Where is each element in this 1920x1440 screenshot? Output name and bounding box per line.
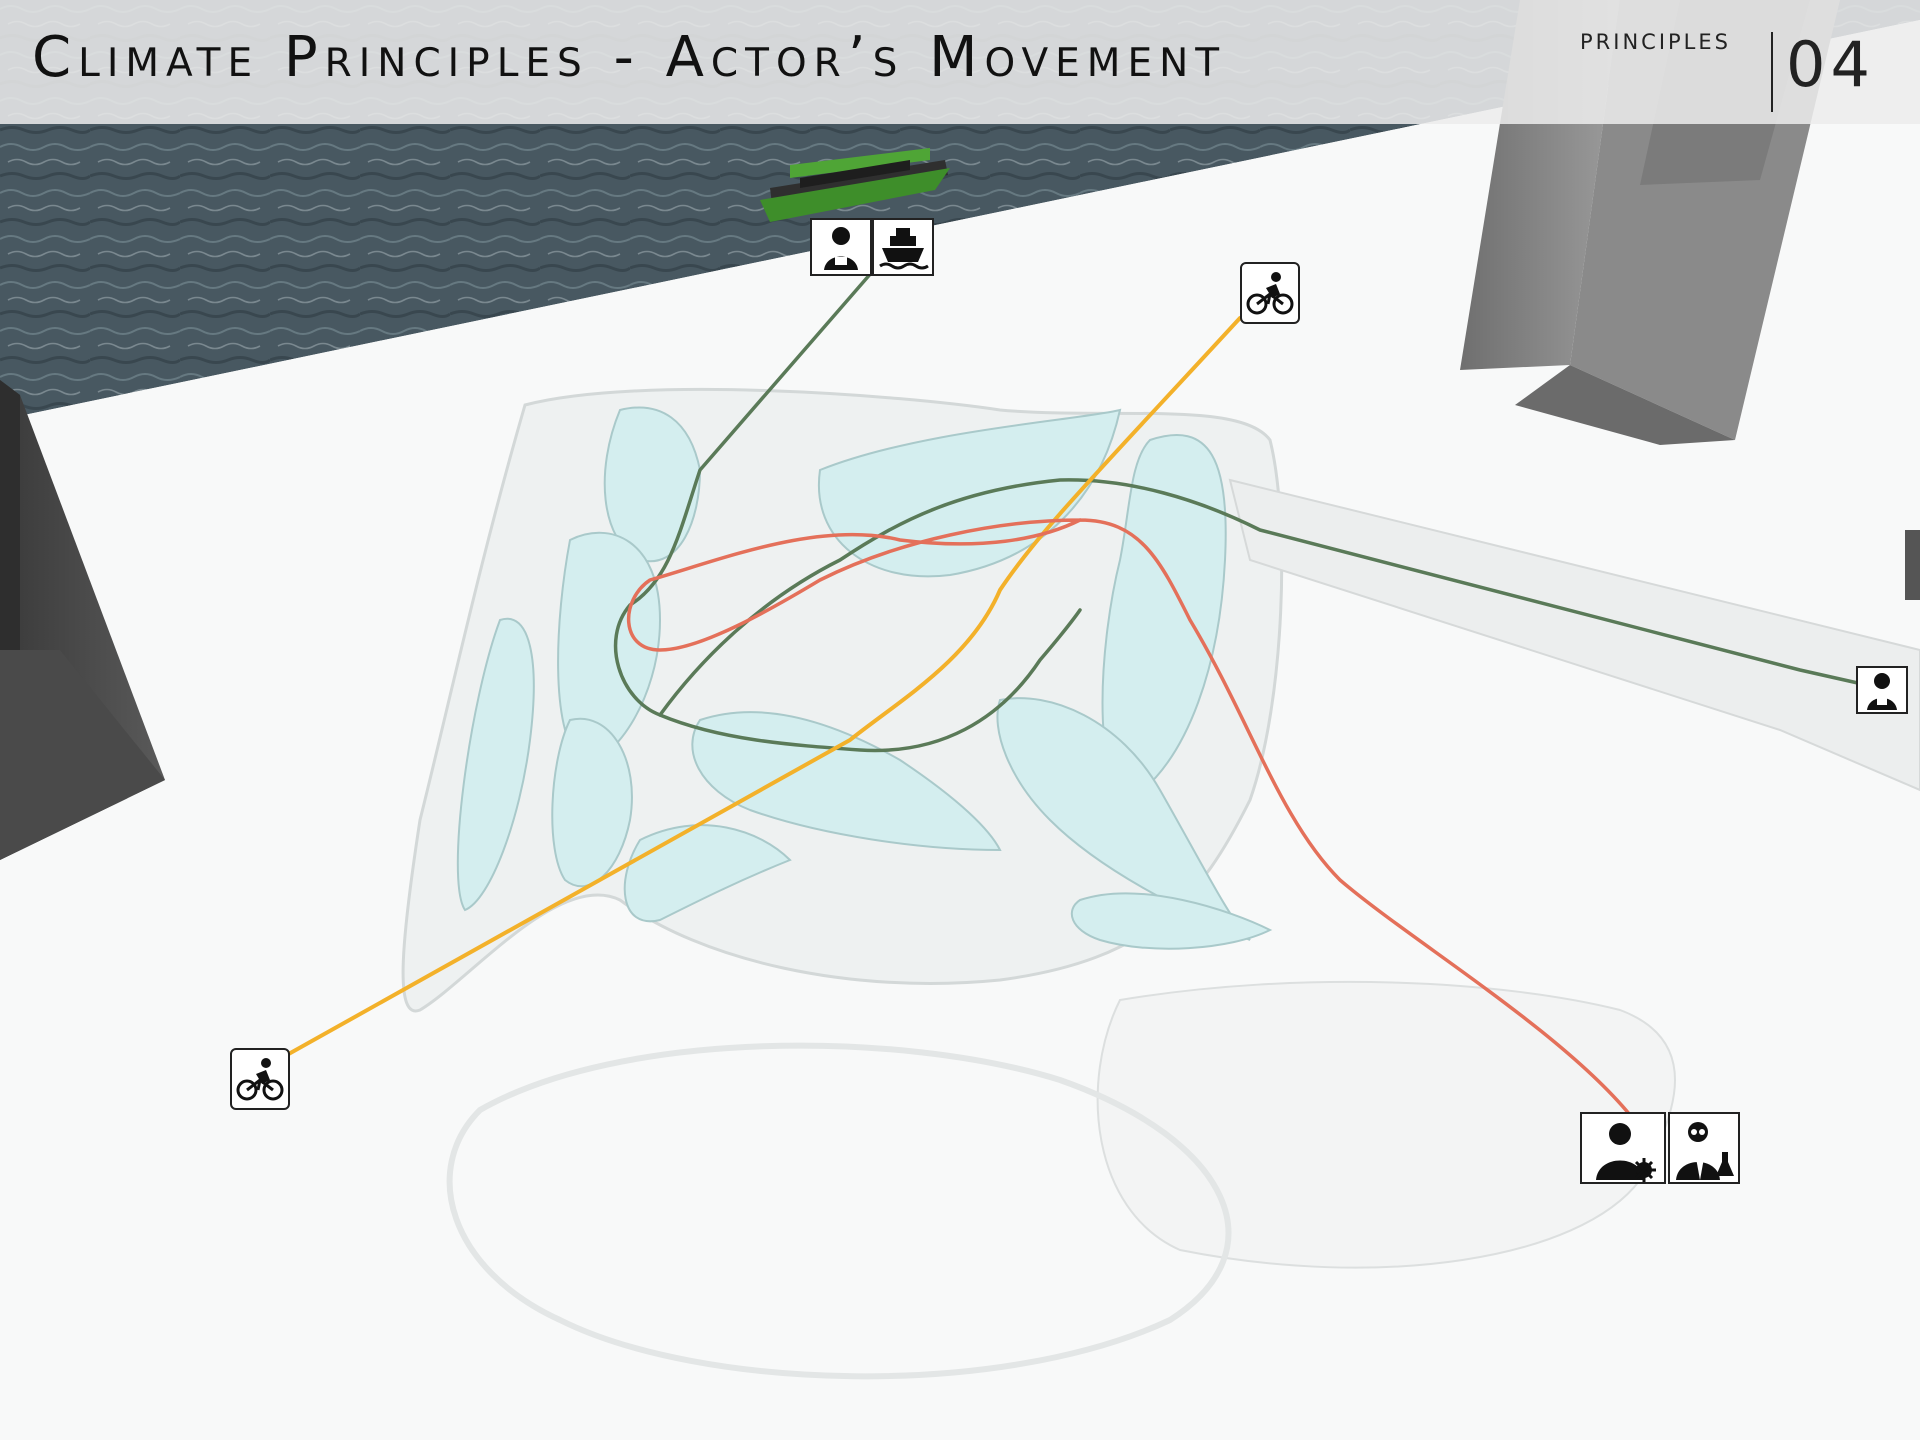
cyclist-icon[interactable] bbox=[230, 1048, 290, 1110]
left-building bbox=[0, 380, 165, 860]
photographer-icon[interactable] bbox=[1856, 666, 1908, 714]
header-divider bbox=[1771, 32, 1773, 112]
section-label: PRINCIPLES bbox=[1580, 30, 1731, 54]
page-number: 04 bbox=[1786, 28, 1875, 101]
photographer-icon[interactable] bbox=[810, 218, 872, 276]
green-path bbox=[613, 270, 1082, 753]
ferry-boat-icon[interactable] bbox=[872, 218, 934, 276]
ferry-stop-icons bbox=[810, 218, 938, 276]
cyclist-icon[interactable] bbox=[1240, 262, 1300, 324]
red-path bbox=[627, 518, 1632, 1117]
movement-paths bbox=[258, 270, 1882, 1117]
header-bar bbox=[0, 0, 1920, 124]
page-title: Climate Principles - Actor’s Movement bbox=[32, 25, 1227, 90]
yellow-path bbox=[258, 316, 1242, 1072]
green-path-loop bbox=[658, 478, 1882, 717]
scientist-icon[interactable] bbox=[1668, 1112, 1740, 1184]
virus-researcher-icon[interactable] bbox=[1580, 1112, 1666, 1184]
ferry-vessel bbox=[760, 148, 950, 222]
researcher-icons bbox=[1580, 1112, 1740, 1184]
